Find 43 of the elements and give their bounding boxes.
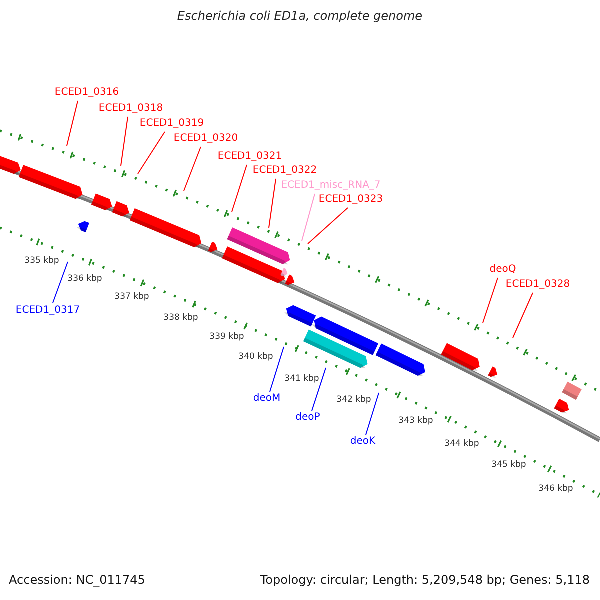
scale-label: 343 kbp — [398, 416, 434, 426]
scale-label: 341 kbp — [284, 374, 320, 384]
gene-label: ECED1_0319 — [140, 118, 204, 130]
leader-line — [312, 368, 326, 412]
gene-label: deoM — [253, 393, 281, 405]
leader-line — [138, 132, 166, 174]
scale-label: 342 kbp — [336, 395, 372, 405]
leader-line — [512, 292, 534, 338]
leader-line — [232, 164, 248, 212]
scale-label: 344 kbp — [444, 439, 480, 449]
gene-label: ECED1_0321 — [218, 151, 282, 163]
leader-line — [120, 116, 128, 166]
gene-label: ECED1_misc_RNA_7 — [281, 180, 381, 192]
title: Escherichia coli ED1a, complete genome — [177, 9, 423, 23]
leader-line — [268, 178, 276, 228]
leader-line — [482, 278, 498, 324]
gene-label: ECED1_0318 — [98, 103, 164, 115]
leader-line — [302, 194, 316, 242]
gene-label: deoK — [350, 436, 376, 448]
scale-label: 338 kbp — [164, 313, 198, 323]
gene-label: ECED1_0320 — [174, 133, 238, 145]
leader-line — [270, 346, 284, 392]
gene-label: deoP — [296, 412, 320, 424]
gene-label: ECED1_0322 — [252, 165, 318, 177]
genome-stats: Topology: circular; Length: 5,209,548 bp; Genes: 5,118 — [260, 573, 590, 587]
gene-label: ECED1_0316 — [54, 87, 120, 99]
scale-label: 337 kbp — [114, 292, 150, 302]
accession-label: Accession: NC_011745 — [9, 573, 146, 587]
scale-label: 340 kbp — [238, 352, 274, 362]
scale-label: 339 kbp — [210, 332, 244, 342]
leader-line — [308, 208, 348, 244]
scale-label: 335 kbp — [24, 256, 60, 266]
leader-line — [184, 146, 202, 192]
scale-label: 345 kbp — [492, 460, 526, 470]
leader-line — [52, 262, 68, 304]
scale-label: 336 kbp — [68, 274, 102, 284]
leader-line — [66, 100, 78, 146]
leader-line — [366, 392, 380, 436]
gene-label: ECED1_0323 — [318, 194, 384, 206]
gene-label: ECED1_0328 — [506, 279, 570, 291]
scale-label: 346 kbp — [538, 484, 574, 494]
gene-label: deoQ — [490, 264, 516, 276]
gene-label: ECED1_0317 — [16, 305, 80, 317]
